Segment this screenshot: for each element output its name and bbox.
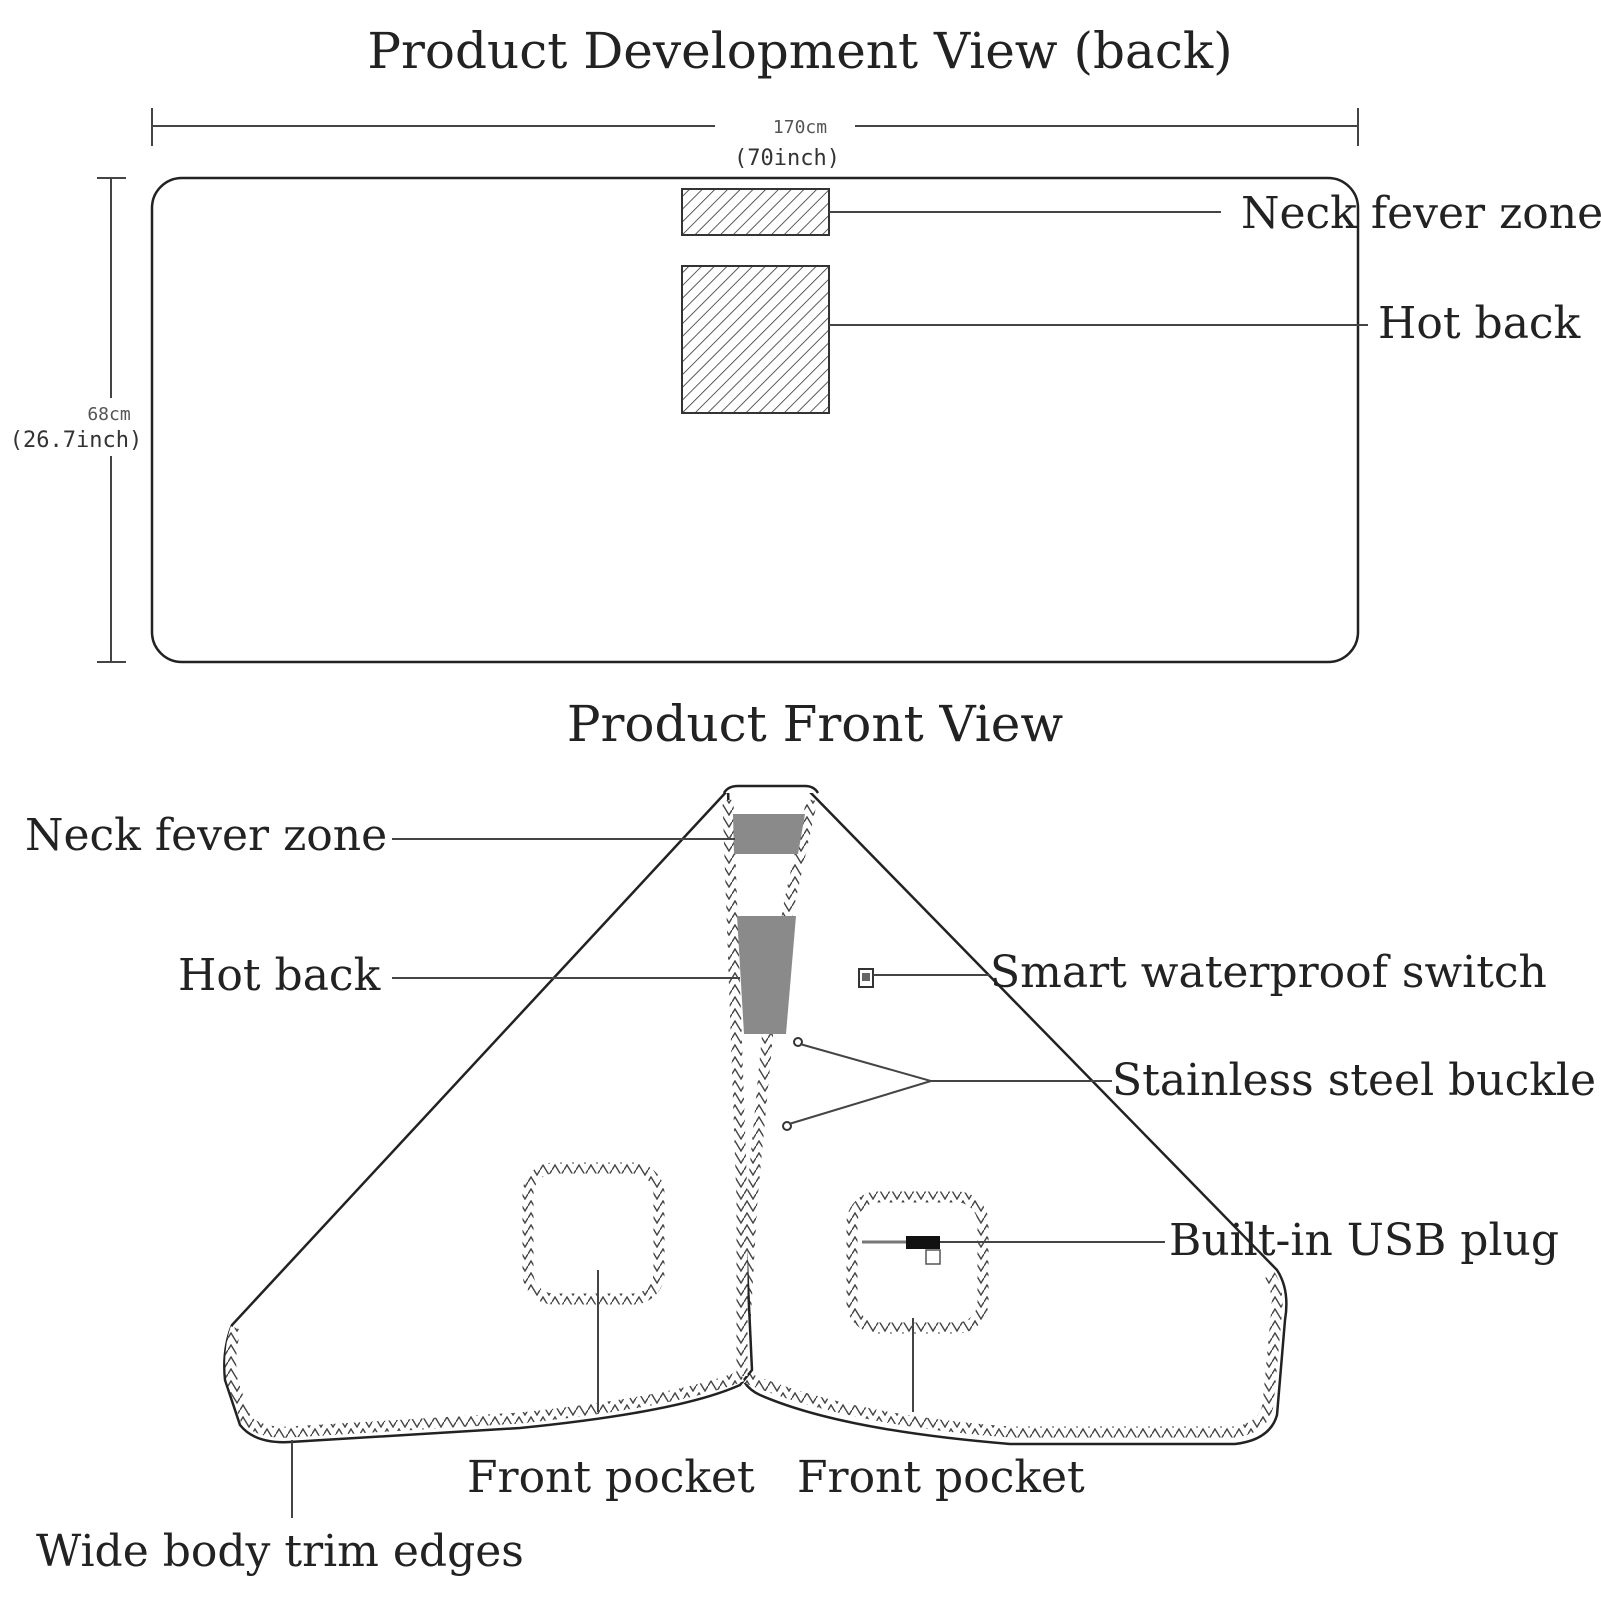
back-hot-zone <box>681 265 830 414</box>
front-view-title: Product Front View <box>567 695 1064 753</box>
back-hot-label: Hot back <box>1378 298 1581 349</box>
usb-label: Built-in USB plug <box>1169 1215 1559 1266</box>
front-hot-zone <box>737 916 796 1034</box>
left-trim-inner <box>722 799 748 1376</box>
width-cm-label: 170cm <box>773 117 827 138</box>
back-neck-label: Neck fever zone <box>1241 188 1601 239</box>
back-view-title: Product Development View (back) <box>367 22 1232 80</box>
front-neck-label: Neck fever zone <box>25 810 387 861</box>
usb-plug-icon <box>862 1236 941 1265</box>
left-trim-bottom <box>225 1326 744 1438</box>
buckle-label: Stainless steel buckle <box>1112 1055 1596 1106</box>
neck-cap <box>722 784 820 794</box>
left-pocket-label: Front pocket <box>467 1452 755 1503</box>
right-pocket-label: Front pocket <box>797 1452 1085 1503</box>
height-cm-label: 68cm <box>87 404 130 425</box>
blanket-back-outline <box>150 176 1360 664</box>
height-dimension: 68cm (26.7inch) <box>10 177 142 663</box>
switch-icon <box>858 968 874 988</box>
right-pocket <box>846 1191 989 1334</box>
trim-label: Wide body trim edges <box>36 1526 524 1577</box>
width-inch-label: (70inch) <box>734 146 840 171</box>
front-left-panel <box>223 786 754 1444</box>
switch-label: Smart waterproof switch <box>990 947 1547 998</box>
height-inch-label: (26.7inch) <box>10 428 142 453</box>
left-pocket <box>522 1162 665 1305</box>
back-neck-zone <box>681 188 830 236</box>
front-hot-label: Hot back <box>178 950 381 1001</box>
width-dimension: 170cm (70inch) <box>151 108 1359 171</box>
front-neck-zone <box>733 814 805 854</box>
right-trim-bottom <box>739 1272 1283 1438</box>
